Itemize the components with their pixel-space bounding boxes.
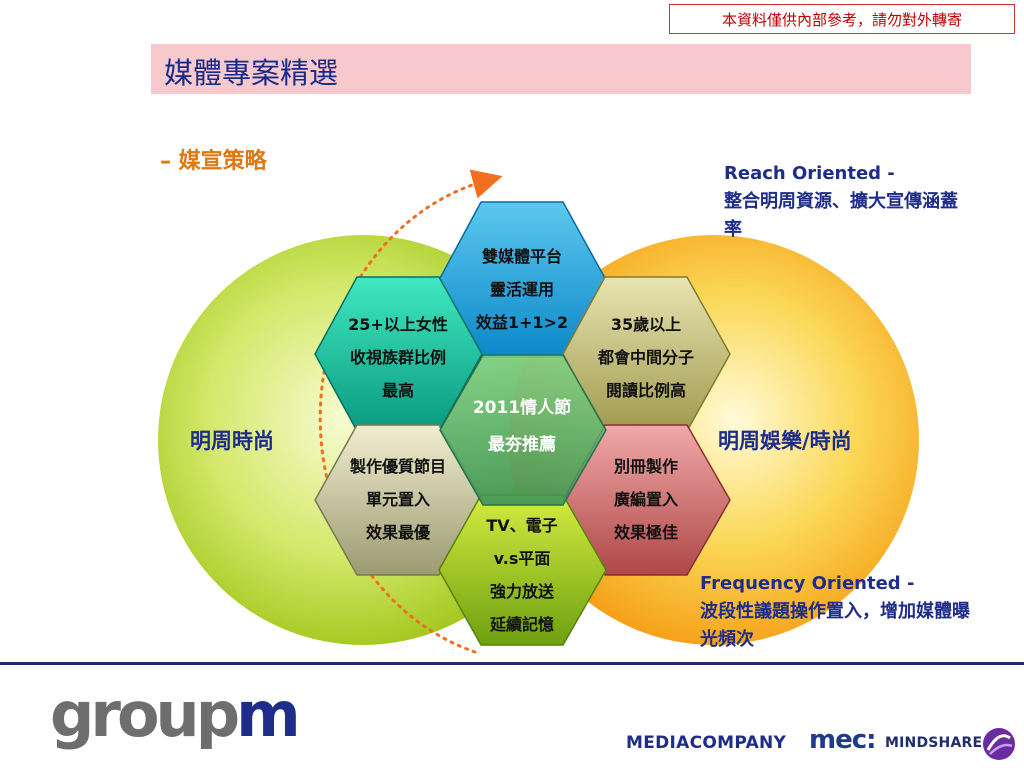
groupm-logo: groupm bbox=[50, 678, 301, 751]
frequency-oriented-note: Frequency Oriented - 波段性議題操作置入，增加媒體曝光頻次 bbox=[700, 570, 970, 654]
right-circle-label: 明周娛樂/時尚 bbox=[718, 429, 852, 453]
page-title: 媒體專案精選 bbox=[164, 56, 339, 90]
mediacompany-logo: MEDIACOMPANY bbox=[626, 733, 787, 753]
cycle-arrow bbox=[318, 169, 503, 654]
section-subtitle: – 媒宣策略 bbox=[160, 149, 267, 174]
mec-logo: mec: bbox=[809, 725, 877, 755]
left-circle-label: 明周時尚 bbox=[190, 429, 274, 453]
frequency-oriented-body: 波段性議題操作置入，增加媒體曝光頻次 bbox=[700, 601, 970, 650]
hexagon-lower-left bbox=[314, 424, 483, 576]
internal-use-notice: 本資料僅供內部參考，請勿對外轉寄 bbox=[669, 4, 1015, 34]
hexagon-center bbox=[439, 354, 607, 506]
hexagon-upper-left-text: 25+以上女性 收視族群比例 最高 bbox=[348, 315, 448, 400]
reach-oriented-body: 整合明周資源、擴大宣傳涵蓋率 bbox=[724, 191, 958, 240]
hexagon-lower-left-text: 製作優質節目 單元置入 效果最優 bbox=[349, 457, 446, 542]
footer-divider bbox=[0, 662, 1024, 665]
hexagon-upper-right-text: 35歲以上 都會中間分子 閱讀比例高 bbox=[597, 315, 694, 400]
reach-oriented-heading: Reach Oriented - bbox=[724, 163, 895, 184]
hexagon-bottom-text: TV、電子 v.s平面 強力放送 延續記憶 bbox=[486, 516, 558, 634]
title-band: 媒體專案精選 bbox=[151, 44, 971, 94]
hexagon-center-text: 2011情人節 最夯推薦 bbox=[472, 398, 572, 455]
reach-oriented-note: Reach Oriented - 整合明周資源、擴大宣傳涵蓋率 bbox=[724, 160, 964, 244]
hexagon-lower-right-text: 別冊製作 廣編置入 效果極佳 bbox=[613, 457, 678, 542]
frequency-oriented-heading: Frequency Oriented - bbox=[700, 573, 915, 594]
hexagon-top-text: 雙媒體平台 靈活運用 效益1+1>2 bbox=[475, 247, 569, 332]
mindshare-swirl-icon bbox=[983, 728, 1015, 760]
mindshare-logo: MINDSHARE bbox=[885, 735, 983, 751]
